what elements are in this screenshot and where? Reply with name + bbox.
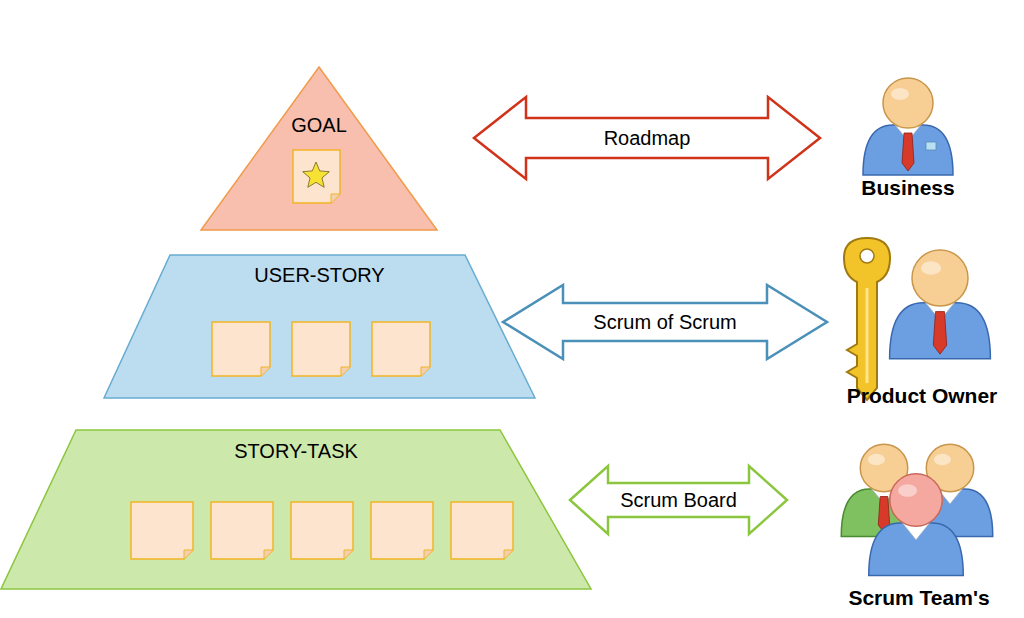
sticky-note bbox=[292, 322, 350, 376]
block-arrow bbox=[474, 97, 820, 179]
person-icon bbox=[863, 78, 953, 175]
key-symbol bbox=[844, 238, 890, 400]
sticky-note bbox=[293, 150, 340, 203]
team-role: Scrum Team's bbox=[822, 438, 1016, 610]
role-label: Business bbox=[840, 176, 976, 200]
sticky-note bbox=[291, 502, 353, 559]
level-shape bbox=[200, 66, 438, 232]
role-illustration bbox=[822, 438, 1016, 610]
role-illustration bbox=[822, 238, 1022, 408]
sticky-note bbox=[451, 502, 513, 559]
level-title: STORY-TASK bbox=[0, 440, 592, 463]
person-icon bbox=[890, 250, 991, 359]
business-role: Business bbox=[840, 70, 976, 200]
star-symbol bbox=[303, 162, 330, 187]
person-icon bbox=[869, 474, 964, 576]
role-label: Scrum Team's bbox=[822, 586, 1016, 610]
sticky-note bbox=[212, 322, 270, 376]
goal-level: GOAL bbox=[200, 66, 438, 232]
level-title: USER-STORY bbox=[103, 264, 536, 287]
arrow-label: Roadmap bbox=[604, 127, 691, 150]
product-owner-role: Product Owner bbox=[822, 238, 1022, 408]
arrow-label: Scrum Board bbox=[620, 489, 737, 512]
story-task-level: STORY-TASK bbox=[0, 428, 592, 591]
user-story-trapezoid bbox=[104, 255, 535, 398]
story-task-trapezoid bbox=[1, 430, 591, 589]
goal-triangle bbox=[201, 67, 437, 230]
user-story-level: USER-STORY bbox=[103, 254, 536, 400]
sticky-note bbox=[372, 322, 430, 376]
block-arrow bbox=[503, 285, 827, 359]
role-label: Product Owner bbox=[822, 384, 1022, 408]
sticky-note bbox=[371, 502, 433, 559]
sticky-note bbox=[211, 502, 273, 559]
block-arrow bbox=[570, 466, 787, 534]
arrow-label: Scrum of Scrum bbox=[593, 311, 736, 334]
sticky-note bbox=[131, 502, 193, 559]
level-title: GOAL bbox=[200, 114, 438, 137]
